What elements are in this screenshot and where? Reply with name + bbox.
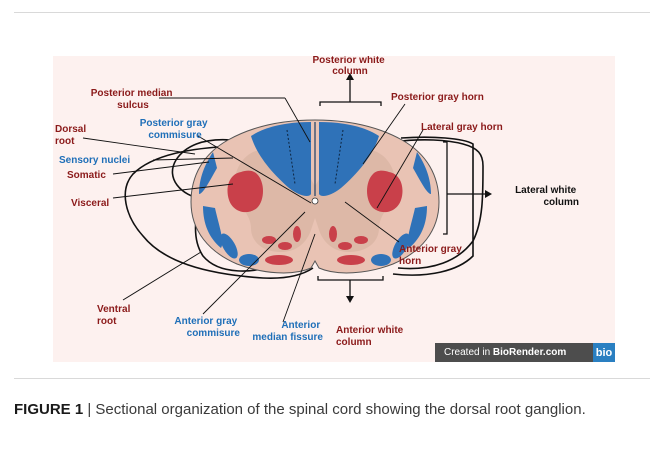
motor-nucleus-right bbox=[329, 226, 337, 242]
posterior-white-column-bracket bbox=[320, 102, 381, 106]
label-posterior-gray-commisure: Posterior gray commisure bbox=[140, 118, 211, 141]
label-sensory-nuclei: Sensory nuclei bbox=[59, 155, 130, 166]
caption-text: Sectional organization of the spinal cor… bbox=[95, 401, 585, 418]
bottom-divider bbox=[14, 378, 650, 379]
figure-label: FIGURE 1 bbox=[14, 401, 83, 418]
somatic-nucleus-left bbox=[228, 171, 264, 212]
somatic-nucleus-right bbox=[367, 171, 403, 212]
label-visceral: Visceral bbox=[71, 198, 109, 209]
label-anterior-gray-horn: Anterior gray horn bbox=[399, 244, 465, 267]
caption-separator: | bbox=[83, 401, 95, 418]
anterior-red-right bbox=[337, 255, 365, 265]
label-dorsal-root: Dorsal root bbox=[55, 124, 89, 147]
central-canal bbox=[312, 198, 318, 204]
lateral-white-column-bracket bbox=[443, 142, 447, 234]
visceral-nucleus-right-2 bbox=[338, 242, 352, 250]
anterior-tract-left bbox=[239, 254, 259, 266]
top-divider bbox=[14, 12, 650, 13]
watermark-text: Created in BioRender.com bbox=[435, 347, 593, 358]
label-posterior-white-column: Posterior white column bbox=[312, 56, 387, 77]
anterior-white-column-bracket bbox=[318, 276, 383, 280]
spinal-cord-diagram: Posterior white column Posterior median … bbox=[53, 56, 615, 362]
label-posterior-median-sulcus: Posterior median sulcus bbox=[91, 88, 175, 111]
biorender-watermark: Created in BioRender.com bio bbox=[435, 343, 615, 362]
label-somatic: Somatic bbox=[67, 170, 106, 181]
label-anterior-median-fissure: Anterior median fissure bbox=[252, 320, 323, 343]
figure-caption: FIGURE 1 | Sectional organization of the… bbox=[14, 399, 639, 421]
label-lateral-white-column: Lateral white column bbox=[515, 185, 579, 208]
visceral-nucleus-left-2 bbox=[278, 242, 292, 250]
motor-nucleus-left bbox=[293, 226, 301, 242]
watermark-brand: BioRender.com bbox=[493, 347, 566, 358]
label-lateral-gray-horn: Lateral gray horn bbox=[421, 122, 503, 133]
visceral-nucleus-right bbox=[354, 236, 368, 244]
label-ventral-root: Ventral root bbox=[97, 304, 133, 327]
biorender-logo: bio bbox=[593, 343, 615, 362]
label-anterior-white-column: Anterior white column bbox=[336, 325, 406, 348]
watermark-prefix: Created in bbox=[444, 347, 493, 358]
label-posterior-gray-horn: Posterior gray horn bbox=[391, 92, 484, 103]
anterior-tract-right bbox=[371, 254, 391, 266]
label-anterior-gray-commisure: Anterior gray commisure bbox=[174, 316, 240, 339]
anterior-red-left bbox=[265, 255, 293, 265]
